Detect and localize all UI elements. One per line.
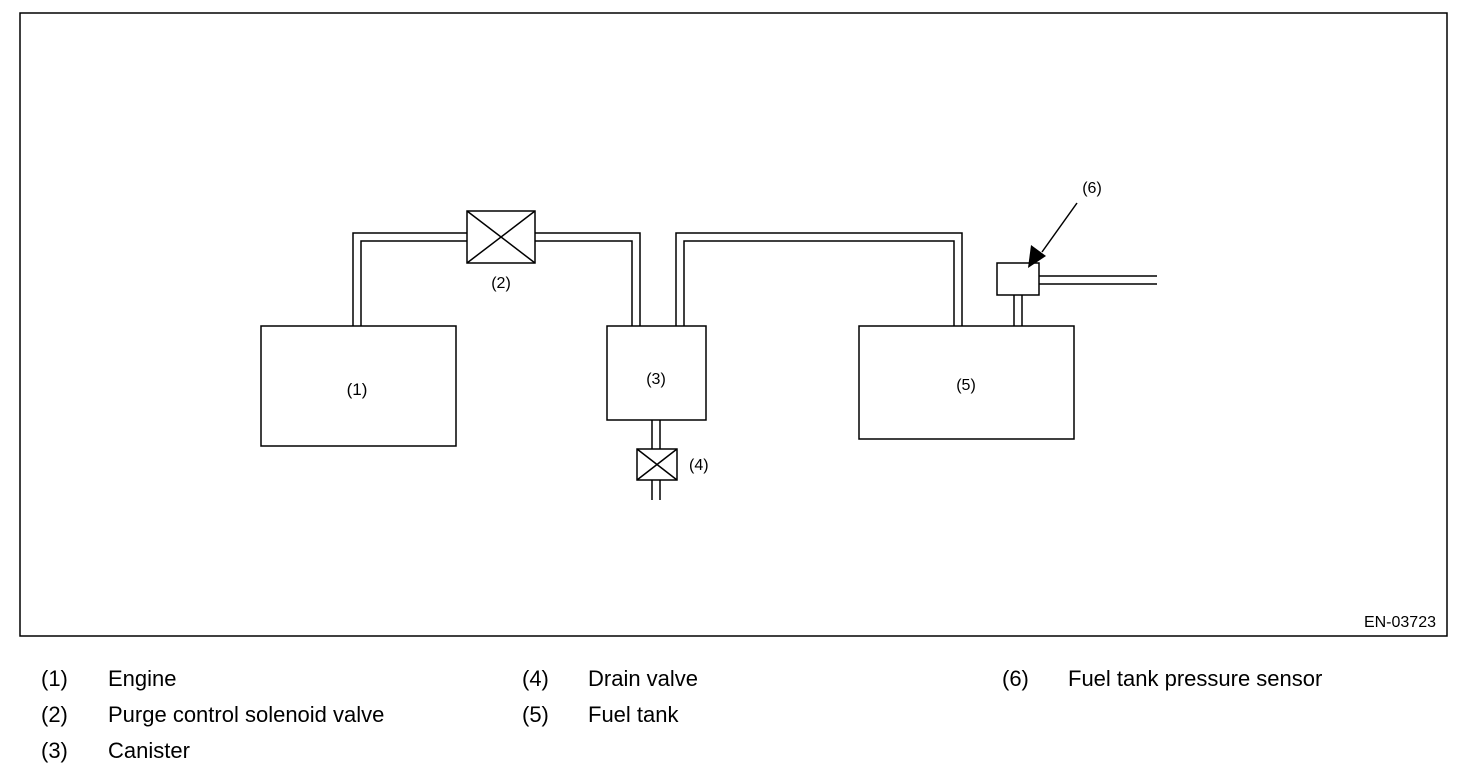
canister-callout: (3) (646, 371, 666, 388)
pressure-sensor-box (996, 262, 1040, 296)
diagram-frame (19, 12, 1448, 637)
fuel-tank-callout: (5) (956, 377, 976, 394)
legend-item-engine: Engine (108, 666, 177, 691)
engine-box (260, 325, 457, 447)
sensor-line (1013, 275, 1157, 326)
legend-item-drain-valve: Drain valve (588, 666, 699, 691)
purge-valve-callout: (2) (491, 275, 511, 292)
drain-valve (636, 448, 678, 481)
legend-item-purge-valve: Purge control solenoid valve (108, 702, 385, 727)
pipes (352, 232, 1157, 500)
legend-key-2: (2) (41, 702, 68, 727)
evap-line (675, 232, 963, 326)
legend-key-4: (4) (522, 666, 549, 691)
drain-line (651, 420, 661, 500)
engine-callout: (1) (347, 380, 368, 399)
legend-key-5: (5) (522, 702, 549, 727)
purge-line (352, 232, 641, 326)
canister-box (606, 325, 707, 421)
legend-item-pressure-sensor: Fuel tank pressure sensor (1068, 666, 1323, 691)
figure-id: EN-03723 (1364, 614, 1436, 631)
legend-key-3: (3) (41, 738, 68, 763)
purge-valve (466, 210, 536, 264)
pressure-sensor-callout: (6) (1082, 180, 1102, 197)
legend-item-canister: Canister (108, 738, 190, 763)
legend-item-fuel-tank: Fuel tank (588, 702, 679, 727)
legend-key-1: (1) (41, 666, 68, 691)
drain-valve-callout: (4) (689, 457, 709, 474)
pressure-sensor-arrow (1028, 202, 1078, 268)
legend-key-6: (6) (1002, 666, 1029, 691)
fuel-tank-box (858, 325, 1075, 440)
